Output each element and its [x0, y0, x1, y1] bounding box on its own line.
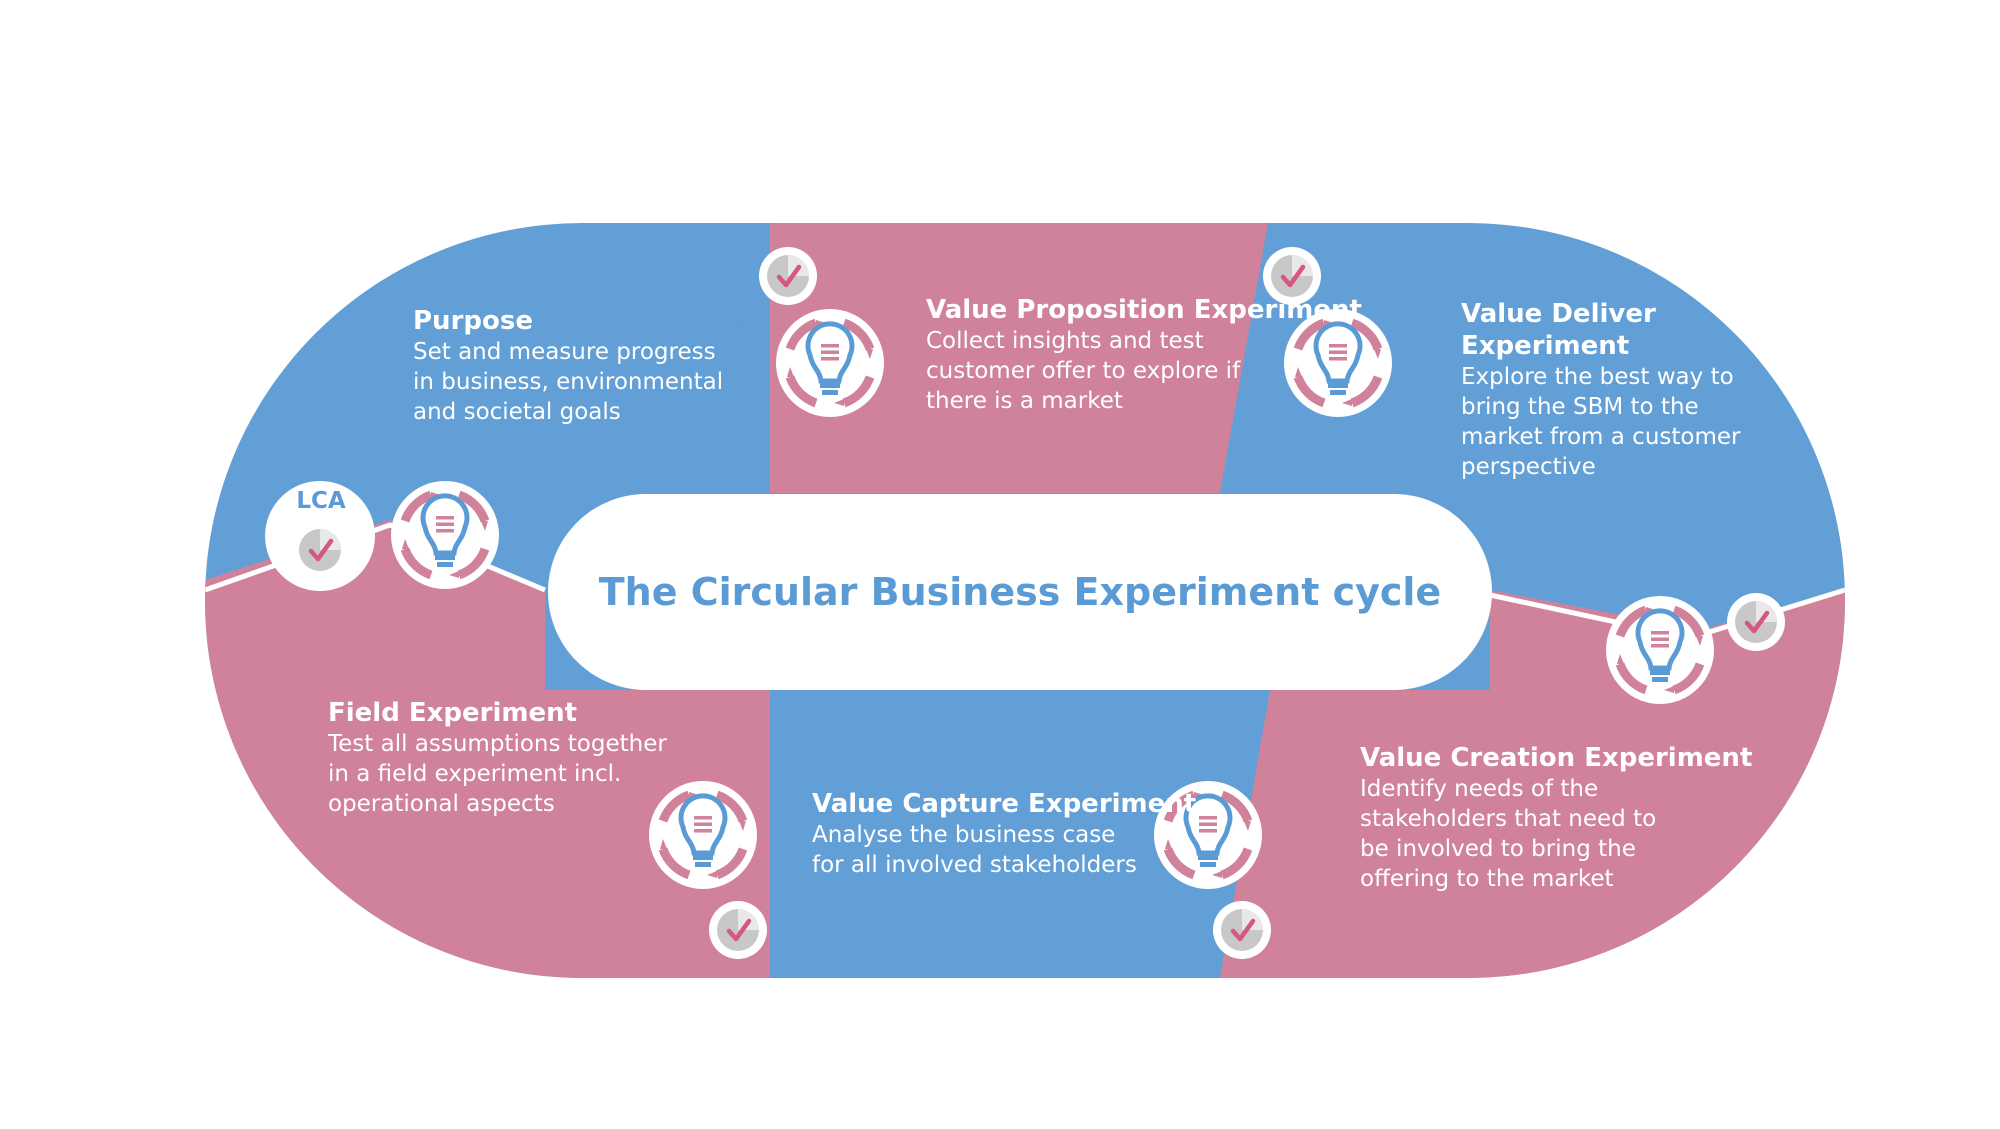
lightbulb-cycle-icon: [1606, 596, 1714, 704]
center-pill: [548, 494, 1492, 690]
value-capture-block: Value Capture Experiment Analyse the bus…: [812, 788, 1196, 880]
value-deliver-title: Experiment: [1461, 331, 1630, 361]
purpose-desc-line: and societal goals: [413, 399, 621, 425]
value-deliver-block: Value Deliver Experiment Explore the bes…: [1461, 298, 1740, 482]
diagram-title: The Circular Business Experiment cycle: [598, 570, 1442, 614]
value-proposition-title: Value Proposition Experiment: [926, 295, 1362, 325]
lightbulb-cycle-icon: [391, 481, 499, 589]
value-deliver-desc-line: market from a customer: [1461, 424, 1741, 450]
value-proposition-desc-line: customer offer to explore if: [926, 358, 1241, 384]
purpose-block: Purpose Set and measure progress in busi…: [413, 305, 723, 427]
value-creation-desc-line: stakeholders that need to: [1360, 806, 1657, 832]
value-deliver-title: Value Deliver: [1461, 299, 1656, 329]
value-proposition-desc-line: there is a market: [926, 388, 1123, 414]
value-creation-desc-line: be involved to bring the: [1360, 836, 1636, 862]
check-pie-icon: [759, 247, 817, 305]
field-title: Field Experiment: [328, 698, 578, 728]
purpose-title: Purpose: [413, 306, 533, 336]
value-capture-desc-line: Analyse the business case: [812, 822, 1116, 848]
field-desc-line: Test all assumptions together: [328, 731, 667, 757]
lightbulb-cycle-icon: [776, 309, 884, 417]
check-pie-icon: [1213, 901, 1271, 959]
field-desc-line: operational aspects: [328, 791, 555, 817]
value-capture-title: Value Capture Experiment: [812, 789, 1197, 819]
field-region: [205, 520, 770, 978]
lca-label: LCA: [296, 488, 346, 514]
value-creation-desc-line: Identify needs of the: [1360, 776, 1599, 802]
value-deliver-desc-line: Explore the best way to: [1461, 364, 1734, 390]
value-creation-region: [1272, 590, 1845, 978]
check-pie-icon: [709, 901, 767, 959]
value-deliver-desc-line: bring the SBM to the: [1461, 394, 1699, 420]
value-creation-block: Value Creation Experiment Identify needs…: [1360, 742, 1752, 894]
value-deliver-desc-line: perspective: [1461, 454, 1596, 480]
value-proposition-desc-line: Collect insights and test: [926, 328, 1204, 354]
field-block: Field Experiment Test all assumptions to…: [328, 697, 667, 819]
value-creation-title: Value Creation Experiment: [1360, 743, 1753, 773]
purpose-desc-line: in business, environmental: [413, 369, 724, 395]
purpose-desc-line: Set and measure progress: [413, 339, 716, 365]
value-proposition-block: Value Proposition Experiment Collect ins…: [926, 294, 1362, 416]
check-pie-icon: [291, 521, 349, 579]
value-creation-desc-line: offering to the market: [1360, 866, 1614, 892]
check-pie-icon: [1727, 593, 1785, 651]
field-desc-line: in a field experiment incl.: [328, 761, 622, 787]
value-capture-desc-line: for all involved stakeholders: [812, 852, 1137, 878]
